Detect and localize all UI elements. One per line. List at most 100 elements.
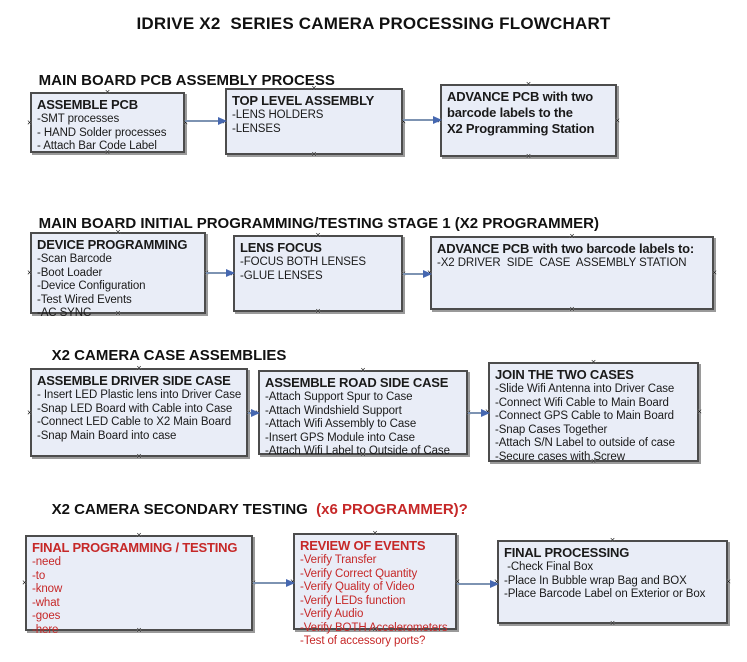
- flow-box-final-programming-testing: FINAL PROGRAMMING / TESTING -need -to -k…: [22, 531, 256, 636]
- connection-handle-icon: ×: [136, 451, 142, 461]
- flow-arrow: [457, 580, 499, 588]
- connection-handle-icon: ×: [525, 79, 532, 89]
- connection-handle-icon: ×: [372, 528, 378, 538]
- box-item: -LENSES: [232, 122, 281, 135]
- flow-box-review-of-events: REVIEW OF EVENTS -Verify Transfer -Verif…: [290, 529, 460, 648]
- box-item: -here: [32, 623, 59, 636]
- flow-arrow: [403, 116, 442, 124]
- box-item: -Attach Support Spur to Case: [265, 391, 413, 403]
- section-heading-text: MAIN BOARD INITIAL PROGRAMMING/TESTING S…: [38, 215, 599, 232]
- flow-box-device-programming: DEVICE PROGRAMMING -Scan Barcode -Boot L…: [27, 228, 209, 320]
- connection-handle-icon: ×: [569, 231, 575, 241]
- box-item: -Snap Main Board into case: [37, 429, 177, 442]
- arrow-head-icon: [286, 579, 295, 587]
- connection-handle-icon: ×: [27, 117, 33, 127]
- connection-handle-icon: ×: [569, 304, 575, 314]
- connection-handle-icon: ×: [27, 407, 33, 417]
- box-item: -Attach Wifi Assembly to Case: [265, 418, 417, 430]
- box-item: -Test of accessory ports?: [300, 635, 426, 647]
- arrow-head-icon: [490, 580, 499, 588]
- box-item: -Verify Audio: [300, 608, 364, 620]
- box-item: -Insert GPS Module into Case: [265, 431, 415, 444]
- box-item: -X2 DRIVER SIDE CASE ASSEMBLY STATION: [437, 257, 687, 269]
- connection-handle-icon: ×: [315, 230, 321, 240]
- section-heading-case-assemblies: X2 CAMERA CASE ASSEMBLIES: [35, 330, 287, 364]
- box-item: -Verify Quality of Video: [300, 581, 415, 593]
- section-heading-pcb-assembly: MAIN BOARD PCB ASSEMBLY PROCESS: [22, 55, 335, 89]
- connection-handle-icon: ×: [315, 306, 321, 316]
- box-item: -Device Configuration: [37, 280, 146, 292]
- box-item: -Place In Bubble wrap Bag and BOX: [504, 574, 687, 587]
- box-item: -what: [32, 596, 60, 609]
- flow-box-advance-pcb-driver-side-station: ADVANCE PCB with two barcode labels to: …: [427, 232, 717, 314]
- box-item: -Verify Transfer: [300, 554, 377, 566]
- box-item: -Snap Cases Together: [495, 423, 608, 436]
- connection-handle-icon: ×: [711, 267, 717, 278]
- box-item: -Verify Correct Quantity: [300, 567, 418, 580]
- box-title: TOP LEVEL ASSEMBLY: [232, 93, 375, 108]
- box-item: - HAND Solder processes: [37, 126, 167, 139]
- flow-box-lens-focus: LENS FOCUS -FOCUS BOTH LENSES -GLUE LENS…: [230, 231, 406, 316]
- box-title: FINAL PROCESSING: [504, 545, 630, 560]
- box-title: ASSEMBLE DRIVER SIDE CASE: [37, 373, 231, 388]
- box-item: -Connect Wifi Cable to Main Board: [495, 396, 669, 409]
- section-heading-text: MAIN BOARD PCB ASSEMBLY PROCESS: [38, 72, 335, 89]
- connection-handle-icon: ×: [614, 115, 620, 125]
- box-item: -Slide Wifi Antenna into Driver Case: [495, 383, 675, 395]
- box-title: DEVICE PROGRAMMING: [37, 237, 188, 252]
- box-title: ADVANCE PCB with two barcode labels to t…: [447, 89, 595, 136]
- box-item: -SMT processes: [37, 113, 120, 125]
- box-item: -FOCUS BOTH LENSES: [240, 256, 366, 268]
- connection-handle-icon: ×: [27, 267, 33, 278]
- connection-handle-icon: ×: [311, 149, 317, 159]
- connection-handle-icon: ×: [609, 618, 616, 628]
- connection-handle-icon: ×: [22, 577, 28, 588]
- box-item: -Snap LED Board with Cable into Case: [37, 402, 233, 415]
- box-title: FINAL PROGRAMMING / TESTING: [32, 540, 238, 555]
- box-item: -AC SYNC: [37, 307, 92, 319]
- arrow-head-icon: [423, 270, 432, 278]
- flow-arrow: [248, 409, 260, 417]
- connection-handle-icon: ×: [525, 151, 532, 161]
- section-heading-red-text: (x6 PROGRAMMER)?: [316, 501, 468, 518]
- arrow-head-icon: [251, 409, 260, 417]
- box-item: -know: [32, 583, 63, 595]
- box-item: -Test Wired Events: [37, 293, 132, 306]
- flow-box-final-processing: FINAL PROCESSING -Check Final Box -Place…: [494, 536, 731, 628]
- connection-handle-icon: ×: [609, 535, 616, 545]
- box-item: -to: [32, 569, 46, 582]
- arrow-head-icon: [481, 409, 490, 417]
- box-item: -Verify LEDs function: [300, 594, 406, 607]
- flow-box-assemble-road-side-case: ASSEMBLE ROAD SIDE CASE -Attach Support …: [255, 366, 471, 459]
- box-title: LENS FOCUS: [240, 240, 322, 255]
- flow-arrow: [403, 270, 432, 278]
- connection-handle-icon: ×: [590, 357, 597, 367]
- box-item: -Secure cases with Screw: [495, 450, 625, 463]
- arrow-head-icon: [433, 116, 442, 124]
- flow-box-assemble-driver-side-case: ASSEMBLE DRIVER SIDE CASE - Insert LED P…: [27, 364, 251, 461]
- connection-handle-icon: ×: [136, 363, 142, 373]
- flow-box-assemble-pcb: ASSEMBLE PCB -SMT processes - HAND Solde…: [27, 88, 188, 157]
- connection-handle-icon: ×: [725, 576, 731, 587]
- box-title: REVIEW OF EVENTS: [300, 538, 426, 553]
- box-title: ASSEMBLE ROAD SIDE CASE: [265, 375, 449, 390]
- box-item: -Connect LED Cable to X2 Main Board: [37, 416, 232, 428]
- box-item: - Attach Bar Code Label: [37, 140, 157, 152]
- connection-handle-icon: ×: [136, 530, 142, 540]
- box-title: JOIN THE TWO CASES: [495, 367, 634, 382]
- flow-box-join-the-two-cases: JOIN THE TWO CASES -Slide Wifi Antenna i…: [485, 358, 702, 466]
- section-heading-text: X2 CAMERA CASE ASSEMBLIES: [51, 347, 287, 364]
- flow-arrow: [206, 269, 235, 277]
- box-item: -LENS HOLDERS: [232, 109, 324, 121]
- box-item: -need: [32, 556, 61, 568]
- section-heading-text: X2 CAMERA SECONDARY TESTING: [51, 501, 317, 518]
- arrow-head-icon: [226, 269, 235, 277]
- section-heading-secondary-testing: X2 CAMERA SECONDARY TESTING (x6 PROGRAMM…: [35, 484, 468, 518]
- connection-handle-icon: ×: [360, 365, 366, 375]
- flow-box-top-level-assembly: TOP LEVEL ASSEMBLY -LENS HOLDERS -LENSES…: [222, 84, 406, 159]
- box-item: -Connect GPS Cable to Main Board: [495, 410, 674, 422]
- flow-arrow: [468, 409, 490, 417]
- section-heading-initial-programming: MAIN BOARD INITIAL PROGRAMMING/TESTING S…: [22, 198, 599, 232]
- flow-arrow: [185, 117, 227, 125]
